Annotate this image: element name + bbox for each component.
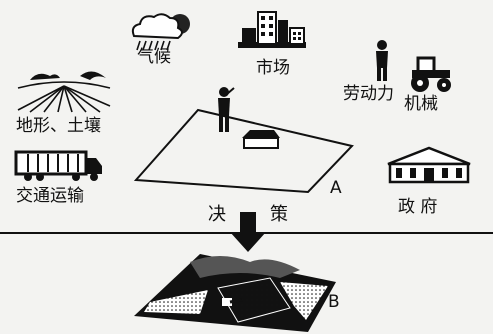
land-a-label: A [330,178,342,198]
fields-icon [17,71,111,113]
government-label: 政 府 [398,197,438,217]
farmer-icon [218,87,235,132]
land-b-farmland [134,254,336,332]
person-icon [376,40,388,81]
transport-label: 交通运输 [16,186,84,206]
land-a-plot [133,108,354,194]
land-b-label: B [328,292,340,312]
city-buildings-icon [238,11,306,48]
labor-label: 劳动力 [343,84,394,104]
tractor-icon [411,56,451,92]
government-building-icon [387,146,471,184]
market-label: 市场 [256,58,290,78]
machinery-label: 机械 [404,94,438,114]
truck-icon [14,150,102,181]
farmhouse-icon [242,130,280,149]
decision-left-label: 决 [208,204,226,225]
cloud-rain-sun-icon [131,13,190,51]
climate-label: 气候 [137,47,171,67]
down-arrow-icon [230,212,266,252]
terrain-soil-label: 地形、土壤 [16,116,101,136]
decision-right-label: 策 [270,204,288,225]
